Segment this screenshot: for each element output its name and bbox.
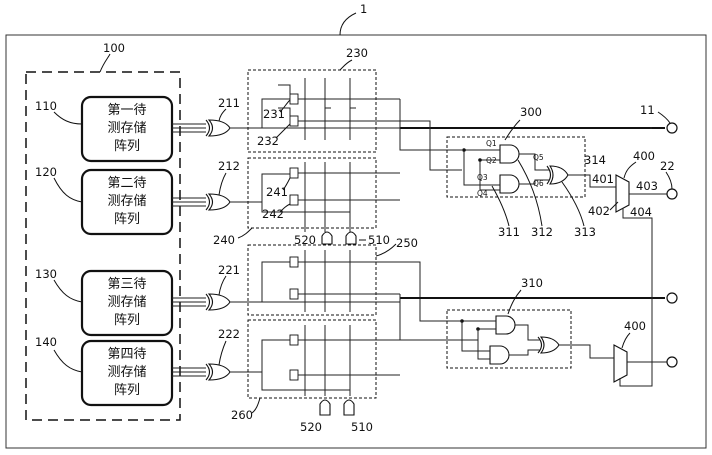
pin-q3: Q3 (477, 173, 488, 182)
memory-array-3: 第三待 测存储 阵列 130 (35, 267, 174, 337)
pin-q2: Q2 (486, 156, 497, 165)
signal-520-bottom: 520 (300, 420, 322, 434)
logic-block-310: 310 (399, 276, 616, 369)
xor-gate-222: 222 (205, 327, 240, 381)
xor-211-label: 211 (218, 96, 240, 110)
unit-230-label: 230 (346, 46, 368, 60)
terminal-11 (666, 122, 678, 134)
array-3-line-1: 第三待 (107, 277, 146, 292)
mux-402: 402 (588, 204, 610, 218)
signal-510-top: 510 (368, 233, 390, 247)
xor-221-label: 221 (218, 263, 240, 277)
array-3-ref: 130 (35, 267, 57, 281)
array-group-box (25, 71, 181, 421)
unit-260-label: 260 (231, 408, 253, 422)
array-3-line-3: 阵列 (114, 313, 140, 328)
logic-300-label: 300 (520, 105, 542, 119)
pin-q1-top: Q1 (486, 139, 497, 148)
array-4-line-1: 第四待 (107, 347, 146, 362)
output-terminals: 11 22 (640, 103, 678, 368)
logic-block-300: 300 Q1 Q2 Q3 Q4 Q5 Q6 311 312 313 314 (446, 105, 616, 239)
unit-260-box (247, 319, 377, 399)
xor-212-label: 212 (218, 159, 240, 173)
logic-314-label: 314 (584, 153, 606, 167)
unit-240-cells: 241 242 (261, 162, 400, 232)
terminal-3 (666, 292, 678, 304)
xor-gate-211: 211 (205, 96, 240, 137)
terminal-11-label: 11 (640, 103, 655, 117)
memory-array-4: 第四待 测存储 阵列 140 (35, 335, 174, 407)
output-lines (399, 99, 665, 299)
pin-q6: Q6 (533, 179, 544, 188)
control-signals-top: 520 510 (294, 231, 390, 247)
array-2-line-3: 阵列 (114, 212, 140, 227)
unit-240-label: 240 (213, 233, 235, 247)
unit-230-cells: 231 232 (257, 78, 400, 148)
xor-gate-212: 212 (205, 159, 240, 211)
array-1-line-2: 测存储 (107, 121, 146, 136)
array-2-ref: 120 (35, 165, 57, 179)
logic-310-label: 310 (521, 276, 543, 290)
mux-404: 404 (630, 205, 652, 219)
xor-outputs (230, 98, 290, 373)
signal-520-top: 520 (294, 233, 316, 247)
memory-array-1: 第一待 测存储 阵列 110 (35, 95, 174, 163)
signal-510-bottom: 510 (351, 420, 373, 434)
control-signals-bottom: 520 510 (300, 399, 373, 434)
array-2-line-2: 测存储 (107, 194, 146, 209)
unit-250-label: 250 (396, 236, 418, 250)
logic-312-label: 312 (531, 225, 553, 239)
inner-231: 231 (263, 107, 285, 121)
array-1-ref: 110 (35, 99, 57, 113)
logic-313-label: 313 (574, 225, 596, 239)
group-label: 100 (103, 41, 125, 55)
xor-222-label: 222 (218, 327, 240, 341)
xor-gates: 211 212 221 222 (205, 96, 240, 381)
array-4-line-2: 测存储 (107, 365, 146, 380)
inner-232: 232 (257, 134, 279, 148)
mux-400-top: 400 401 402 403 404 (588, 127, 670, 298)
array-2-line-1: 第二待 (107, 176, 146, 191)
mux-400-bottom: 400 (590, 298, 670, 387)
mux-401: 401 (592, 172, 614, 186)
terminal-22 (666, 188, 678, 200)
array-1-line-1: 第一待 (107, 103, 146, 118)
array-4-ref: 140 (35, 335, 57, 349)
unit-260-cells (261, 325, 400, 396)
array-4-line-3: 阵列 (114, 383, 140, 398)
inner-241: 241 (266, 185, 288, 199)
array-buses (172, 123, 207, 377)
array-3-line-2: 测存储 (107, 295, 146, 310)
unit-250-cells (262, 250, 421, 315)
terminal-4 (666, 356, 678, 368)
memory-array-2: 第二待 测存储 阵列 120 (35, 165, 174, 236)
mux-403: 403 (636, 179, 658, 193)
pin-q4: Q4 (477, 189, 488, 198)
unit-240-box (247, 157, 377, 229)
unit-250-box (247, 244, 377, 316)
array-1-line-3: 阵列 (114, 139, 140, 154)
pin-q5: Q5 (533, 153, 544, 162)
system-label: 1 (360, 2, 367, 16)
xor-gate-221: 221 (205, 263, 240, 311)
inner-242: 242 (262, 207, 284, 221)
outer-frame (5, 34, 707, 449)
terminal-22-label: 22 (660, 159, 675, 173)
mux-400-bottom-label: 400 (624, 319, 646, 333)
mux-400-top-label: 400 (633, 149, 655, 163)
logic-311-label: 311 (498, 225, 520, 239)
